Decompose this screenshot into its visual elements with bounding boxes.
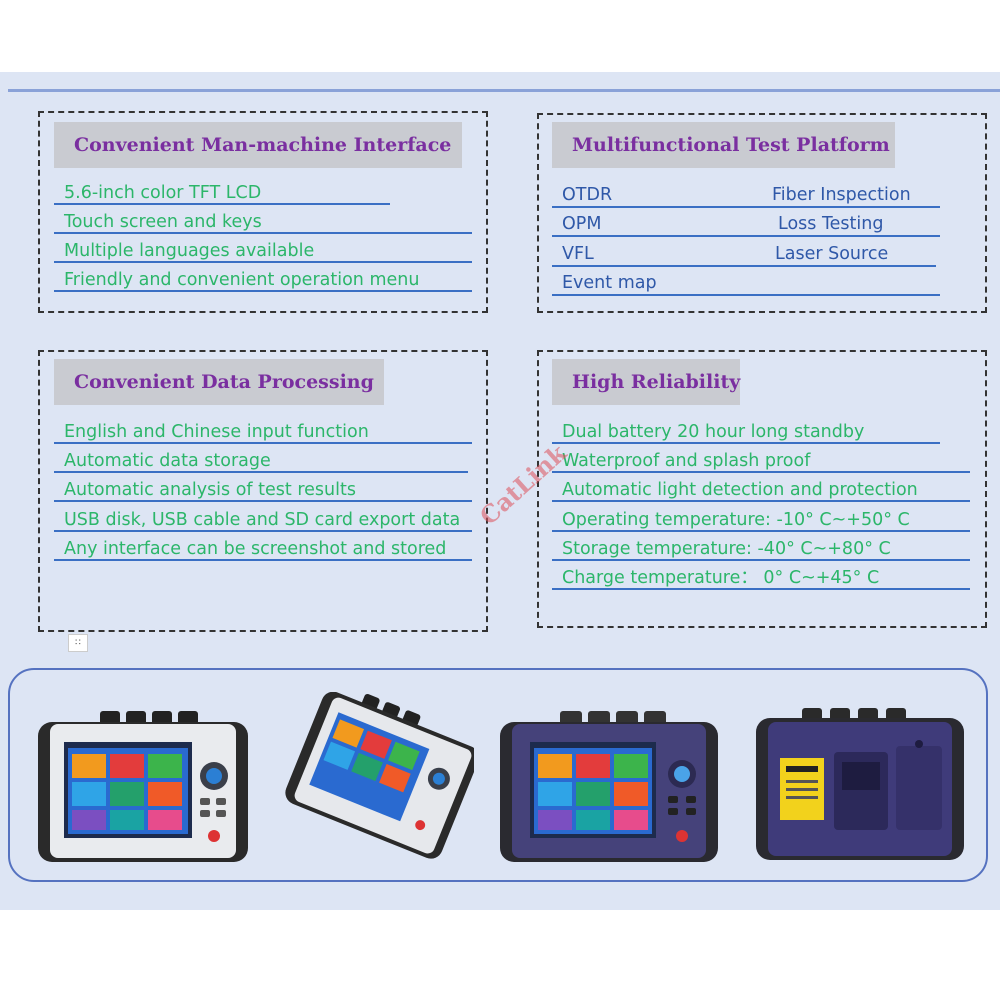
underline [552, 235, 940, 237]
platform-item: OPM [562, 214, 602, 234]
underline [54, 290, 472, 292]
data-title: Convenient Data Processing [54, 359, 384, 405]
reliability-item: Automatic light detection and protection [562, 480, 918, 500]
underline [552, 471, 970, 473]
underline [54, 203, 390, 205]
underline [552, 500, 970, 502]
platform-item: OTDR [562, 185, 613, 205]
underline [552, 294, 940, 296]
underline [552, 206, 940, 208]
data-item: Automatic data storage [64, 451, 271, 471]
reliability-item: Dual battery 20 hour long standby [562, 422, 865, 442]
reliability-item: Operating temperature: -10° C~+50° C [562, 510, 910, 530]
reliability-title: High Reliability [552, 359, 740, 405]
interface-title: Convenient Man-machine Interface [54, 122, 462, 168]
underline [552, 442, 940, 444]
data-item: USB disk, USB cable and SD card export d… [64, 510, 461, 530]
interface-item: Friendly and convenient operation menu [64, 270, 420, 290]
underline [552, 530, 970, 532]
device-image-purple-back [756, 708, 964, 860]
underline [54, 500, 472, 502]
reliability-item: Storage temperature: -40° C~+80° C [562, 539, 891, 559]
platform-title: Multifunctional Test Platform [552, 122, 895, 168]
product-gallery [8, 668, 988, 882]
underline [54, 442, 472, 444]
underline [54, 232, 472, 234]
platform-item: Fiber Inspection [772, 185, 911, 205]
platform-item: VFL [562, 244, 594, 264]
platform-item: Laser Source [775, 244, 889, 264]
interface-item: Multiple languages available [64, 241, 315, 261]
data-item: Any interface can be screenshot and stor… [64, 539, 447, 559]
interface-section [38, 111, 488, 313]
underline [54, 261, 472, 263]
platform-item: Event map [562, 273, 657, 293]
device-image-white-angled [285, 692, 474, 859]
underline [552, 588, 970, 590]
underline [552, 265, 936, 267]
underline [54, 559, 472, 561]
reliability-item: Waterproof and splash proof [562, 451, 811, 471]
platform-item: Loss Testing [778, 214, 884, 234]
interface-item: 5.6-inch color TFT LCD [64, 183, 262, 203]
reliability-item: Charge temperature： 0° C~+45° C [562, 568, 880, 588]
underline [54, 471, 468, 473]
platform-section [537, 113, 987, 313]
data-item: English and Chinese input function [64, 422, 369, 442]
drag-handle-icon[interactable]: ∷ [68, 634, 88, 652]
underline [552, 559, 970, 561]
data-section [38, 350, 488, 632]
data-item: Automatic analysis of test results [64, 480, 356, 500]
underline [54, 530, 472, 532]
device-image-purple-front [500, 711, 718, 862]
interface-item: Touch screen and keys [64, 212, 262, 232]
reliability-section [537, 350, 987, 628]
top-divider [8, 89, 1000, 92]
device-image-white-front [38, 711, 248, 862]
